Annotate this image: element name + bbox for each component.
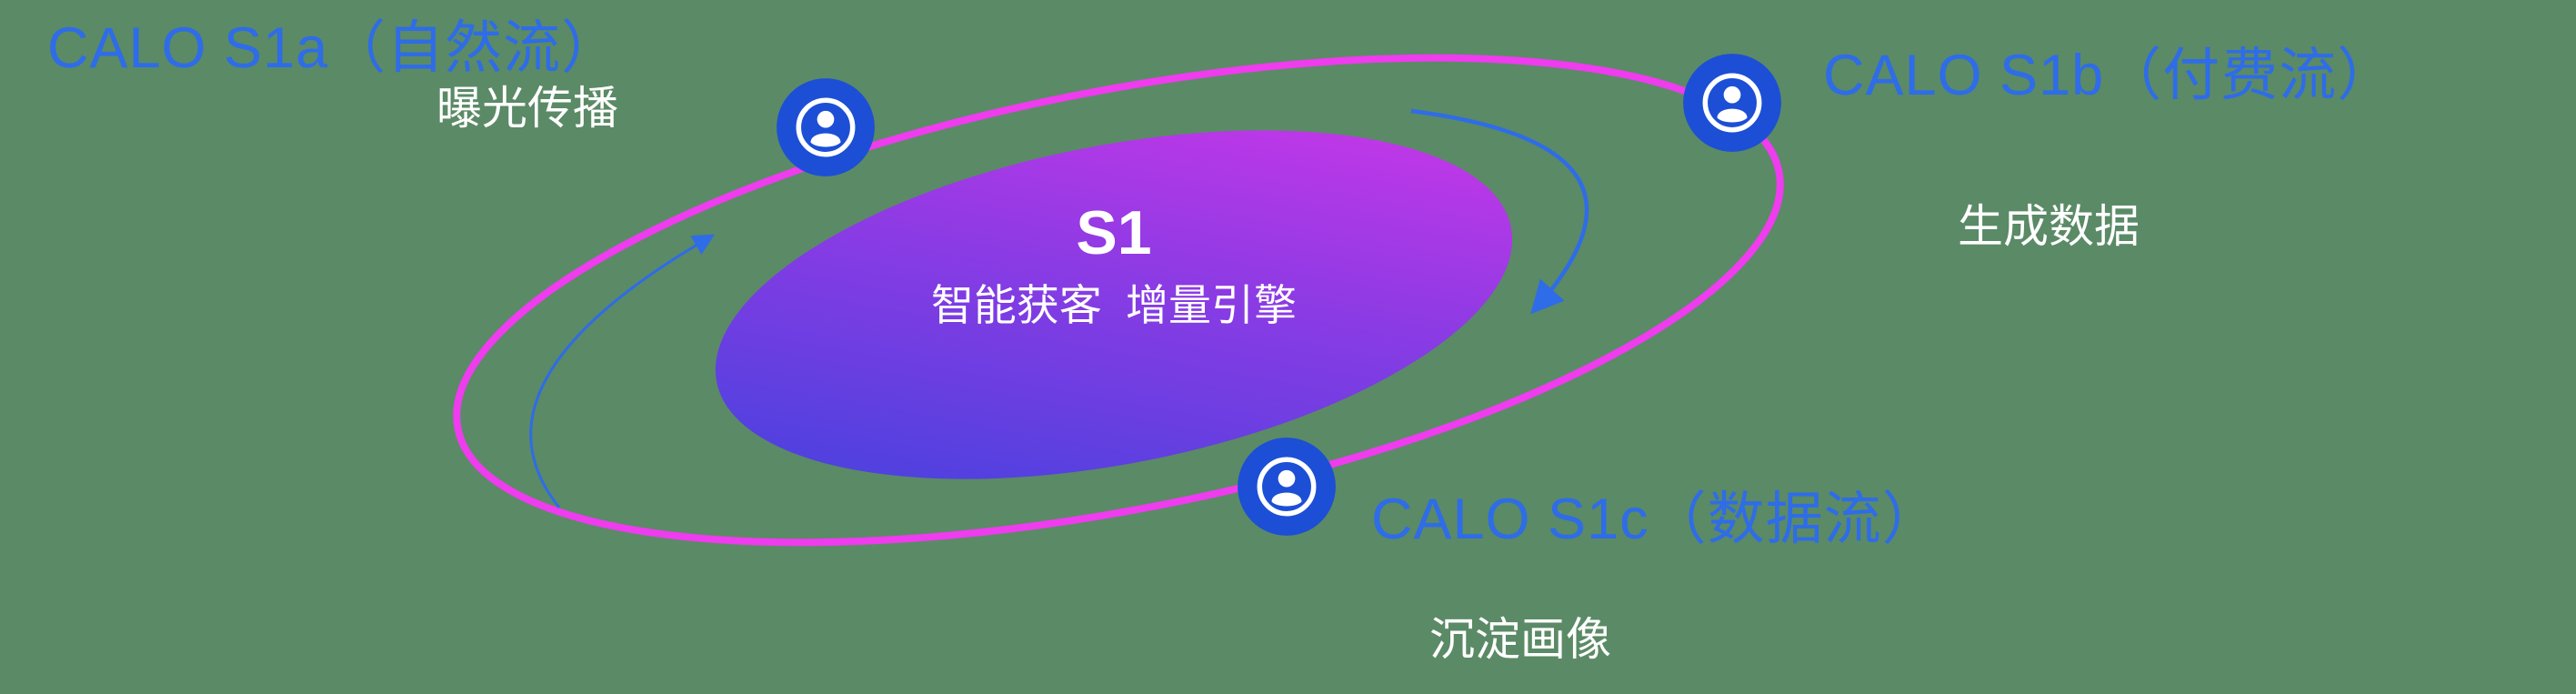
node-s1b-subtitle: 生成数据 [1958,201,2140,252]
node-s1b-title: CALO S1b（付费流） [1823,44,2396,107]
node-s1c-title: CALO S1c（数据流） [1371,488,1940,551]
node-s1c-user-icon [1237,437,1337,537]
node-s1c-subtitle: 沉淀画像 [1429,614,1611,665]
core-subtitle: 智能获客 增量引擎 [930,281,1298,329]
node-s1a-user-icon [776,77,876,177]
node-s1a-title: CALO S1a（自然流） [47,16,620,80]
orbit-ellipse [453,54,1784,547]
arrow-left-up [529,234,716,508]
core-label: S1 智能获客 增量引擎 [818,202,1409,327]
node-s1b-user-icon [1682,53,1782,153]
node-s1a-subtitle: 曝光传播 [436,83,618,134]
arrow-right-down [1410,108,1589,315]
core-gradient-ellipse [715,130,1513,479]
core-title: S1 [1076,198,1152,267]
